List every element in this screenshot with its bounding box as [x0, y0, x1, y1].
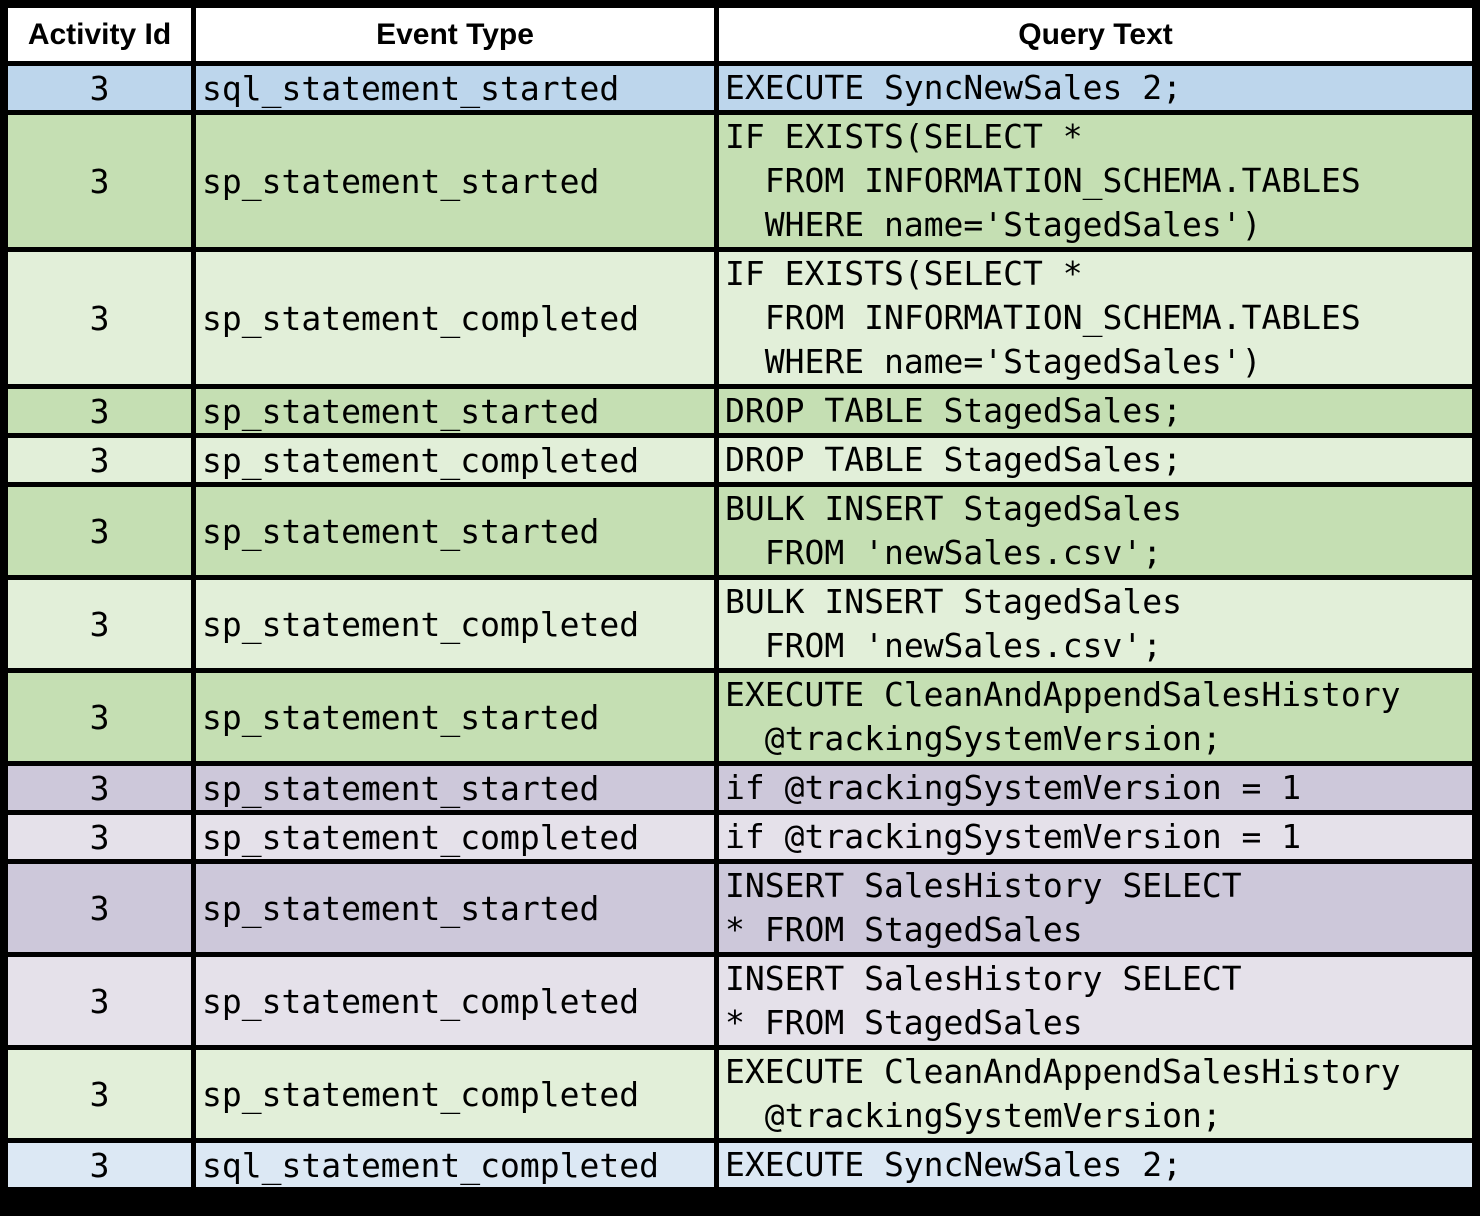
- event-type-cell: sp_statement_completed: [191, 247, 719, 389]
- event-type-cell: sp_statement_completed: [191, 1045, 719, 1143]
- query-text-cell: if @trackingSystemVersion = 1: [714, 761, 1477, 815]
- table-row: 3 sp_statement_completed BULK INSERT Sta…: [3, 575, 1477, 673]
- query-text-cell: DROP TABLE StagedSales;: [714, 433, 1477, 487]
- table-row: 3 sp_statement_started DROP TABLE Staged…: [3, 384, 1477, 438]
- query-text-cell: EXECUTE SyncNewSales 2;: [714, 1138, 1477, 1192]
- table-row: 3 sp_statement_completed if @trackingSys…: [3, 810, 1477, 864]
- activity-id-cell: 3: [3, 482, 196, 580]
- event-type-cell: sp_statement_completed: [191, 810, 719, 864]
- table-row: 3 sql_statement_completed EXECUTE SyncNe…: [3, 1138, 1477, 1192]
- activity-id-cell: 3: [3, 384, 196, 438]
- query-text-cell: INSERT SalesHistory SELECT * FROM Staged…: [714, 952, 1477, 1050]
- event-type-cell: sp_statement_started: [191, 668, 719, 766]
- activity-id-cell: 3: [3, 61, 196, 115]
- table-row: 3 sp_statement_completed DROP TABLE Stag…: [3, 433, 1477, 487]
- activity-id-cell: 3: [3, 1138, 196, 1192]
- activity-id-cell: 3: [3, 859, 196, 957]
- activity-id-cell: 3: [3, 810, 196, 864]
- table-row: 3 sp_statement_completed INSERT SalesHis…: [3, 952, 1477, 1050]
- table-row: 3 sp_statement_started BULK INSERT Stage…: [3, 482, 1477, 580]
- column-header-activity-id: Activity Id: [3, 3, 196, 66]
- query-text-cell: EXECUTE CleanAndAppendSalesHistory @trac…: [714, 668, 1477, 766]
- event-type-cell: sql_statement_completed: [191, 1138, 719, 1192]
- event-type-cell: sp_statement_completed: [191, 952, 719, 1050]
- activity-id-cell: 3: [3, 247, 196, 389]
- query-text-cell: IF EXISTS(SELECT * FROM INFORMATION_SCHE…: [714, 247, 1477, 389]
- query-text-cell: if @trackingSystemVersion = 1: [714, 810, 1477, 864]
- event-type-cell: sp_statement_completed: [191, 433, 719, 487]
- activity-id-cell: 3: [3, 575, 196, 673]
- activity-id-cell: 3: [3, 668, 196, 766]
- event-type-cell: sp_statement_started: [191, 482, 719, 580]
- column-header-event-type: Event Type: [191, 3, 719, 66]
- activity-id-cell: 3: [3, 433, 196, 487]
- activity-id-cell: 3: [3, 761, 196, 815]
- extended-events-table: Activity Id Event Type Query Text 3 sql_…: [3, 3, 1477, 1192]
- activity-id-cell: 3: [3, 1045, 196, 1143]
- query-text-cell: INSERT SalesHistory SELECT * FROM Staged…: [714, 859, 1477, 957]
- event-type-cell: sp_statement_started: [191, 761, 719, 815]
- query-text-cell: EXECUTE SyncNewSales 2;: [714, 61, 1477, 115]
- query-text-cell: EXECUTE CleanAndAppendSalesHistory @trac…: [714, 1045, 1477, 1143]
- table-row: 3 sql_statement_started EXECUTE SyncNewS…: [3, 61, 1477, 115]
- query-text-cell: BULK INSERT StagedSales FROM 'newSales.c…: [714, 482, 1477, 580]
- event-type-cell: sp_statement_started: [191, 859, 719, 957]
- table-row: 3 sp_statement_started EXECUTE CleanAndA…: [3, 668, 1477, 766]
- table-row: 3 sp_statement_started INSERT SalesHisto…: [3, 859, 1477, 957]
- table-row: 3 sp_statement_completed EXECUTE CleanAn…: [3, 1045, 1477, 1143]
- table-row: 3 sp_statement_started if @trackingSyste…: [3, 761, 1477, 815]
- header-row: Activity Id Event Type Query Text: [3, 3, 1477, 66]
- event-type-cell: sp_statement_started: [191, 384, 719, 438]
- column-header-query-text: Query Text: [714, 3, 1477, 66]
- event-type-cell: sp_statement_started: [191, 110, 719, 252]
- activity-id-cell: 3: [3, 952, 196, 1050]
- table-row: 3 sp_statement_completed IF EXISTS(SELEC…: [3, 247, 1477, 389]
- query-text-cell: IF EXISTS(SELECT * FROM INFORMATION_SCHE…: [714, 110, 1477, 252]
- query-text-cell: DROP TABLE StagedSales;: [714, 384, 1477, 438]
- activity-id-cell: 3: [3, 110, 196, 252]
- event-type-cell: sql_statement_started: [191, 61, 719, 115]
- event-type-cell: sp_statement_completed: [191, 575, 719, 673]
- query-text-cell: BULK INSERT StagedSales FROM 'newSales.c…: [714, 575, 1477, 673]
- table-row: 3 sp_statement_started IF EXISTS(SELECT …: [3, 110, 1477, 252]
